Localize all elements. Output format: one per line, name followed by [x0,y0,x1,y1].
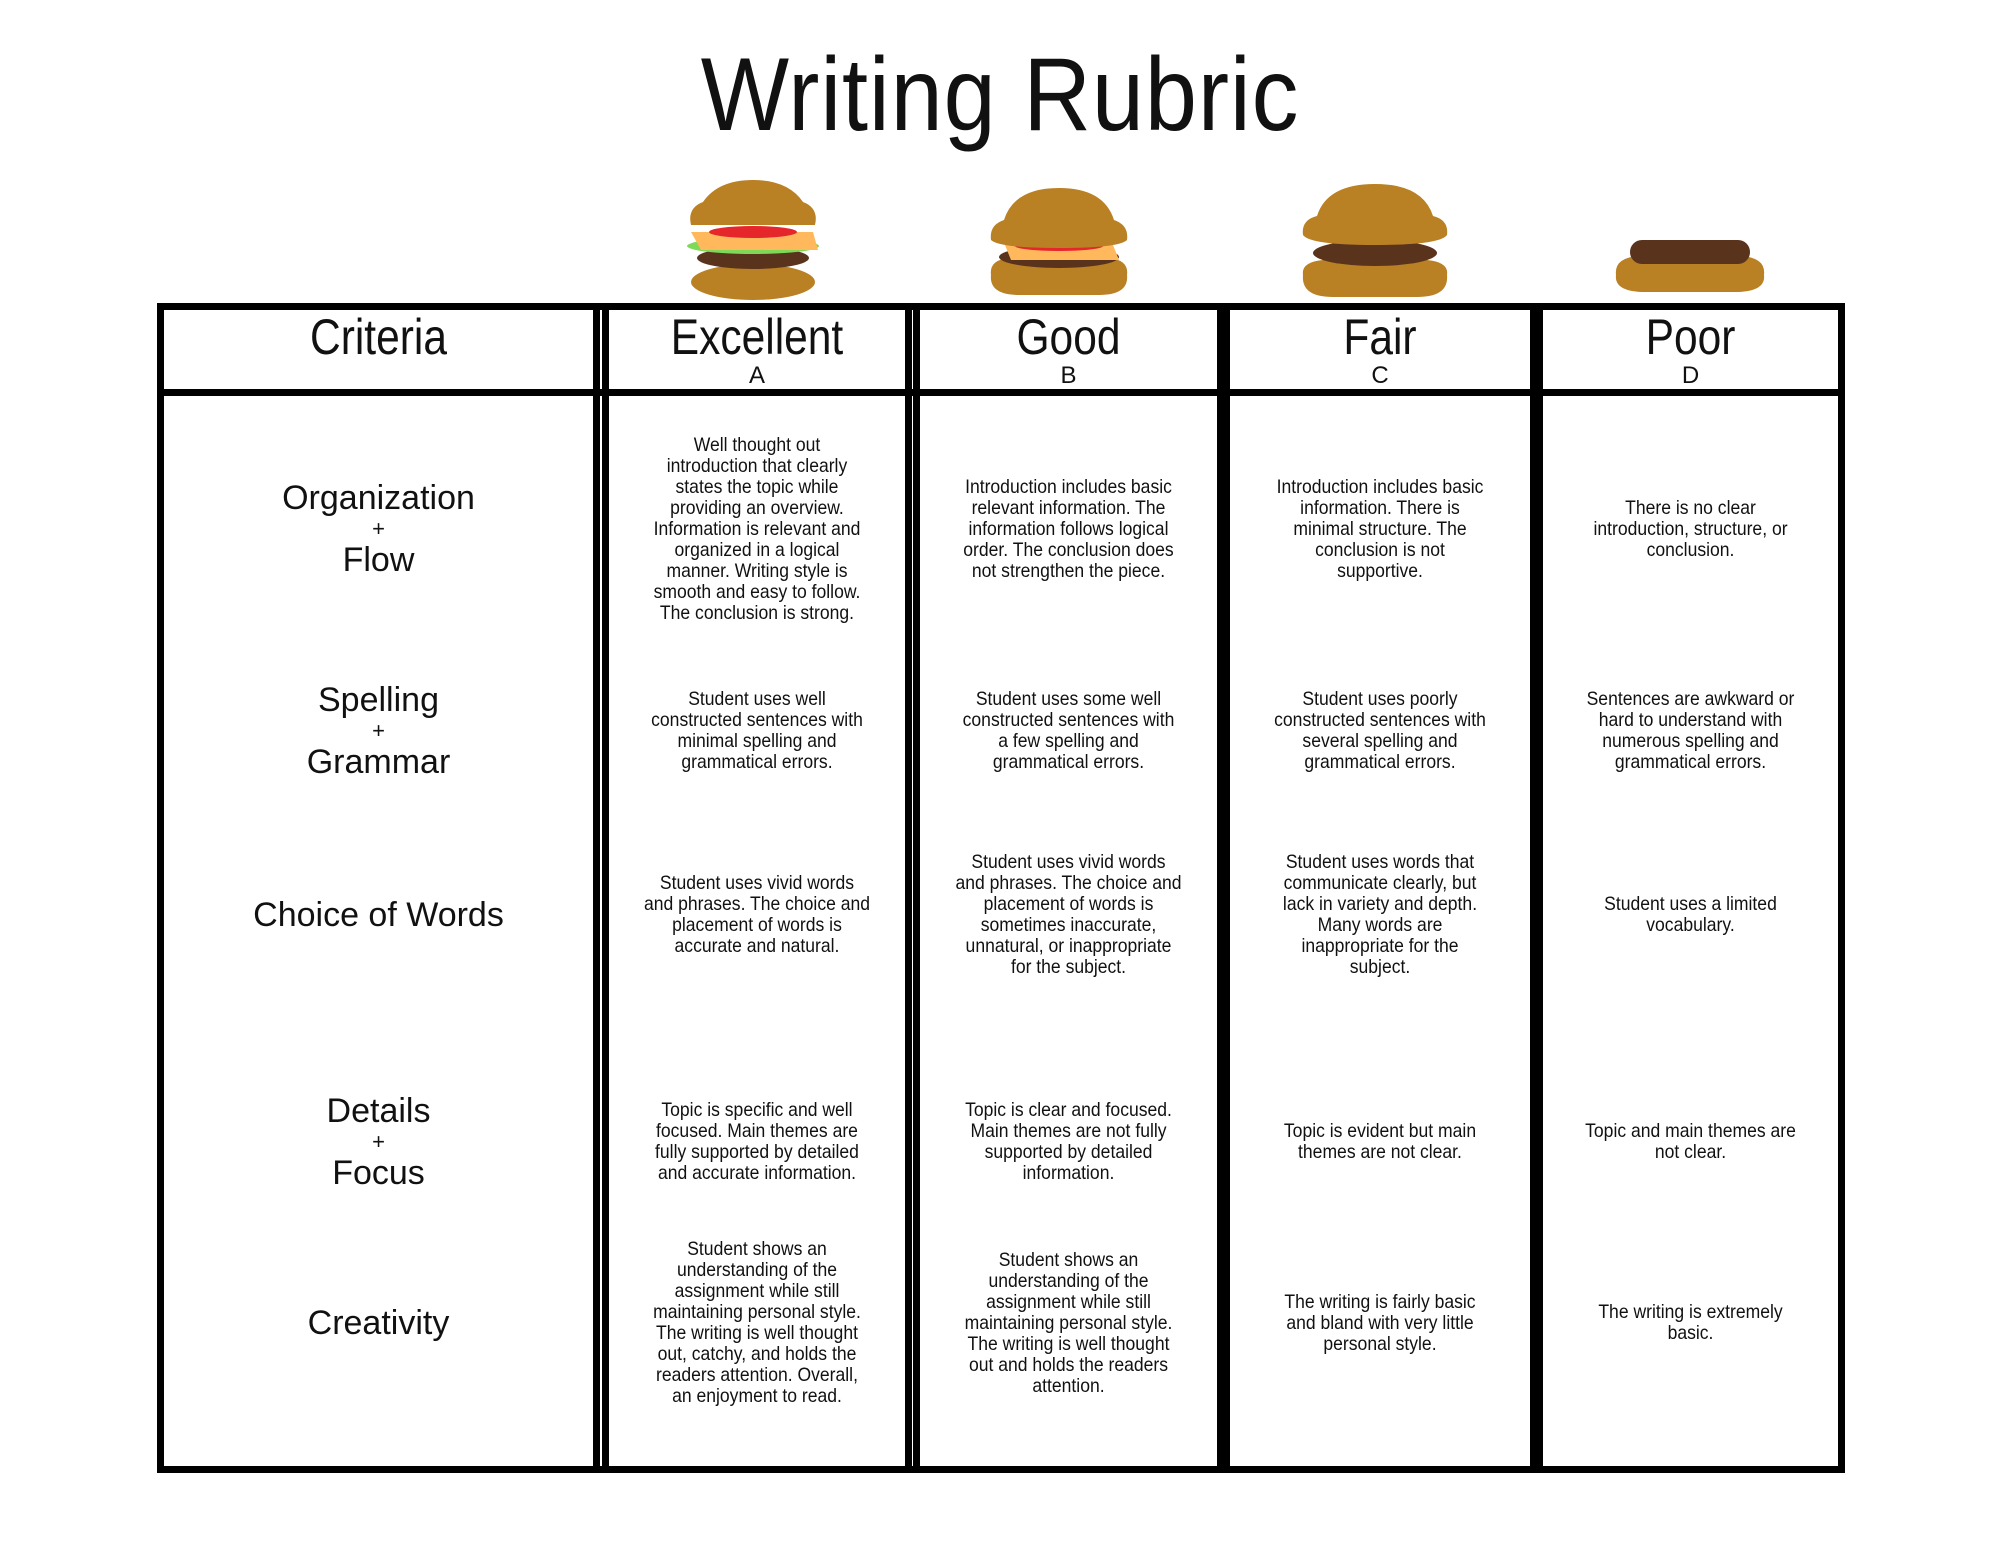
column-divider [1217,303,1224,1473]
column-divider [1838,303,1845,1473]
level-label: Good [1016,309,1121,365]
rubric-cell-excellent: Student uses vivid words and phrases. Th… [643,872,871,957]
column-divider [905,303,912,1473]
table-border-bottom [157,1466,1845,1473]
rubric-cell-good: Introduction includes basic relevant inf… [963,475,1174,582]
column-divider [593,303,600,1473]
criteria-name: Spelling [318,681,439,719]
criteria-label: Details+Focus [327,1092,431,1192]
rubric-cell-good: Student uses some well constructed sente… [962,688,1175,773]
criteria-name: Organization [282,479,475,517]
criteria-label: Organization+Flow [282,479,475,579]
criteria-name: Grammar [306,743,451,781]
criteria-cell: Details+Focus [164,1057,593,1227]
rubric-cell-fair: Topic is evident but main themes are not… [1283,1120,1477,1163]
criteria-name: Creativity [307,1304,450,1342]
column-divider [913,303,920,1473]
plus-sign: + [372,516,385,541]
rubric-cell-fair: Student uses poorly constructed sentence… [1274,688,1486,773]
criteria-name: Flow [342,541,415,579]
rubric-cell-excellent: Topic is specific and well focused. Main… [655,1099,859,1184]
grade-label: B [1060,362,1077,389]
criteria-heading: Criteria [310,309,447,365]
full-burger-icon [687,180,819,300]
rubric-cell-fair: Student uses words that communicate clea… [1282,851,1478,978]
bottom-bun-patty-icon [1615,240,1765,292]
table-border-top [157,303,1845,310]
rubric-cell-fair: Introduction includes basic information.… [1276,475,1484,582]
criteria-label: Choice of Words [253,896,504,934]
criteria-label: Spelling+Grammar [307,681,451,781]
column-divider [602,303,609,1473]
rubric-cell-poor: The writing is extremely basic. [1598,1301,1783,1344]
grade-label: D [1681,362,1700,389]
column-divider [157,303,164,1473]
rubric-cell-excellent: Student uses well constructed sentences … [651,688,863,773]
grade-label: A [748,362,765,389]
level-label: Excellent [670,309,844,365]
column-divider [1223,303,1230,1473]
criteria-label: Creativity [308,1304,450,1342]
header-divider [157,389,1845,396]
rubric-cell-fair: The writing is fairly basic and bland wi… [1284,1290,1476,1355]
plus-sign: + [372,718,385,743]
criteria-cell: Spelling+Grammar [164,646,593,816]
criteria-name: Details [326,1092,431,1130]
plus-sign: + [372,1129,385,1154]
level-label: Fair [1343,309,1417,365]
criteria-cell: Creativity [164,1228,593,1418]
rubric-cell-excellent: Well thought out introduction that clear… [653,433,861,624]
rubric-cell-good: Student uses vivid words and phrases. Th… [955,851,1182,978]
rubric-cell-poor: Student uses a limited vocabulary. [1604,893,1777,936]
grade-label: C [1371,362,1389,389]
rubric-cell-good: Topic is clear and focused. Main themes … [965,1099,1172,1184]
rubric-cell-good: Student shows an understanding of the as… [964,1248,1173,1397]
plain-burger-icon [1302,184,1448,297]
rubric-cell-poor: Sentences are awkward or hard to underst… [1586,688,1795,773]
criteria-cell: Organization+Flow [164,429,593,629]
level-label: Poor [1645,309,1736,365]
criteria-cell: Choice of Words [164,830,593,1000]
column-divider [1530,303,1537,1473]
criteria-name: Focus [332,1154,425,1192]
column-divider [1536,303,1543,1473]
rubric-cell-poor: There is no clear introduction, structur… [1593,496,1788,561]
cheeseburger-icon [990,188,1128,295]
criteria-name: Choice of Words [253,896,504,934]
page-title: Writing Rubric [700,37,1300,153]
header-criteria: Criteria [164,310,593,389]
rubric-cell-poor: Topic and main themes are not clear. [1585,1120,1796,1163]
rubric-cell-excellent: Student shows an understanding of the as… [653,1238,861,1407]
